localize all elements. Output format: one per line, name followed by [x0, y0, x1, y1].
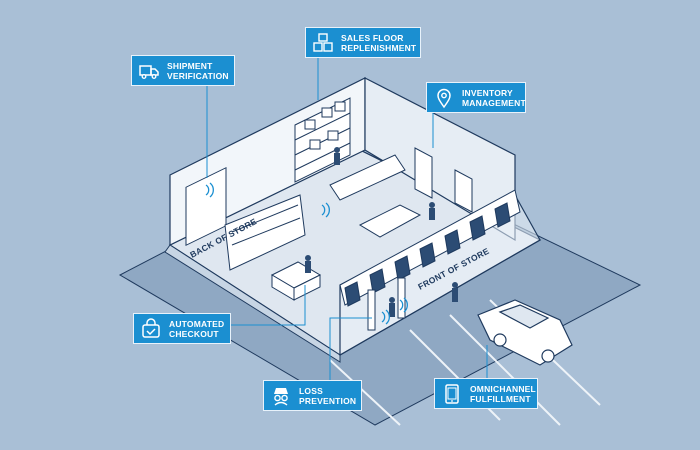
awning [339, 189, 521, 307]
shipment-verification-label: SHIPMENT VERIFICATION [167, 60, 229, 81]
loss-prevention-label: LOSS PREVENTION [299, 385, 357, 406]
wall-window-1 [414, 147, 433, 199]
shipment-verification-callout: SHIPMENT VERIFICATION [131, 55, 235, 86]
tablet-icon [441, 383, 463, 405]
automated-checkout-callout: AUTOMATED CHECKOUT [133, 313, 231, 344]
clothing-racks [224, 194, 306, 271]
security-gates [367, 277, 406, 331]
callout-leaders [206, 56, 488, 382]
front-left-wall [164, 244, 341, 363]
rfid-signal-icons [205, 182, 408, 325]
spy-icon [270, 385, 292, 407]
automated-checkout-label: AUTOMATED CHECKOUT [169, 318, 225, 339]
parked-car [477, 299, 573, 366]
loss-prevention-callout: LOSS PREVENTION [263, 380, 362, 411]
truck-icon [138, 60, 160, 82]
inventory-management-callout: INVENTORY MANAGEMENT [426, 82, 526, 113]
sales-floor-replenishment-callout: SALES FLOOR REPLENISHMENT [305, 27, 421, 58]
shopping-bag-icon [140, 317, 162, 340]
sales-floor-replenishment-label: SALES FLOOR REPLENISHMENT [341, 32, 417, 53]
omnichannel-fulfillment-callout: OMNICHANNEL FULFILLMENT [434, 378, 538, 409]
location-pin-icon [433, 87, 455, 109]
inventory-management-label: INVENTORY MANAGEMENT [462, 87, 526, 108]
omnichannel-fulfillment-label: OMNICHANNEL FULFILLMENT [470, 383, 536, 404]
display-tables [329, 154, 422, 238]
boxes-icon [312, 32, 334, 54]
wall-window-2 [454, 169, 473, 213]
people [305, 147, 458, 317]
back-door [185, 167, 227, 247]
